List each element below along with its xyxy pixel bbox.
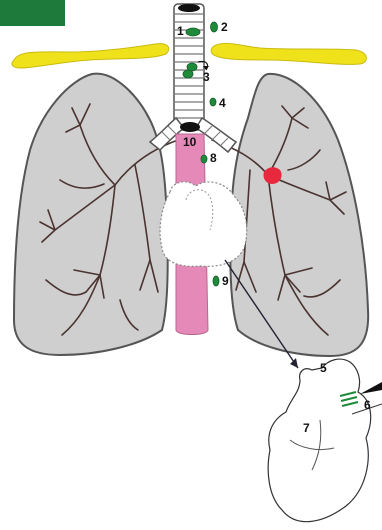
lymph-node-station-3b (183, 70, 193, 78)
right-lung (14, 74, 168, 355)
inset-heart (268, 359, 370, 522)
lymph-node-station-1 (186, 28, 200, 36)
station-label-1: 1 (177, 24, 184, 38)
station-label-8: 8 (210, 151, 217, 165)
station-label-4: 4 (219, 96, 226, 110)
right-clavicle (211, 43, 366, 64)
left-clavicle (12, 44, 169, 68)
station-6-pointer (360, 382, 382, 394)
station-label-6: 6 (364, 398, 371, 412)
lymph-node-station-8 (201, 155, 207, 163)
station-label-5: 5 (320, 361, 327, 375)
corner-badge (0, 0, 65, 26)
lymph-node-station-4 (210, 98, 216, 106)
left-lung (230, 74, 368, 356)
lymph-node-station-9 (213, 276, 219, 286)
station-label-10: 10 (183, 135, 197, 149)
station-label-7: 7 (303, 421, 310, 435)
carina (180, 122, 200, 132)
lymph-node-station-2 (211, 22, 218, 32)
pointer-arrowhead (290, 358, 298, 368)
station-label-3: 3 (203, 70, 210, 84)
station-label-2: 2 (221, 20, 228, 34)
station-label-9: 9 (222, 274, 229, 288)
